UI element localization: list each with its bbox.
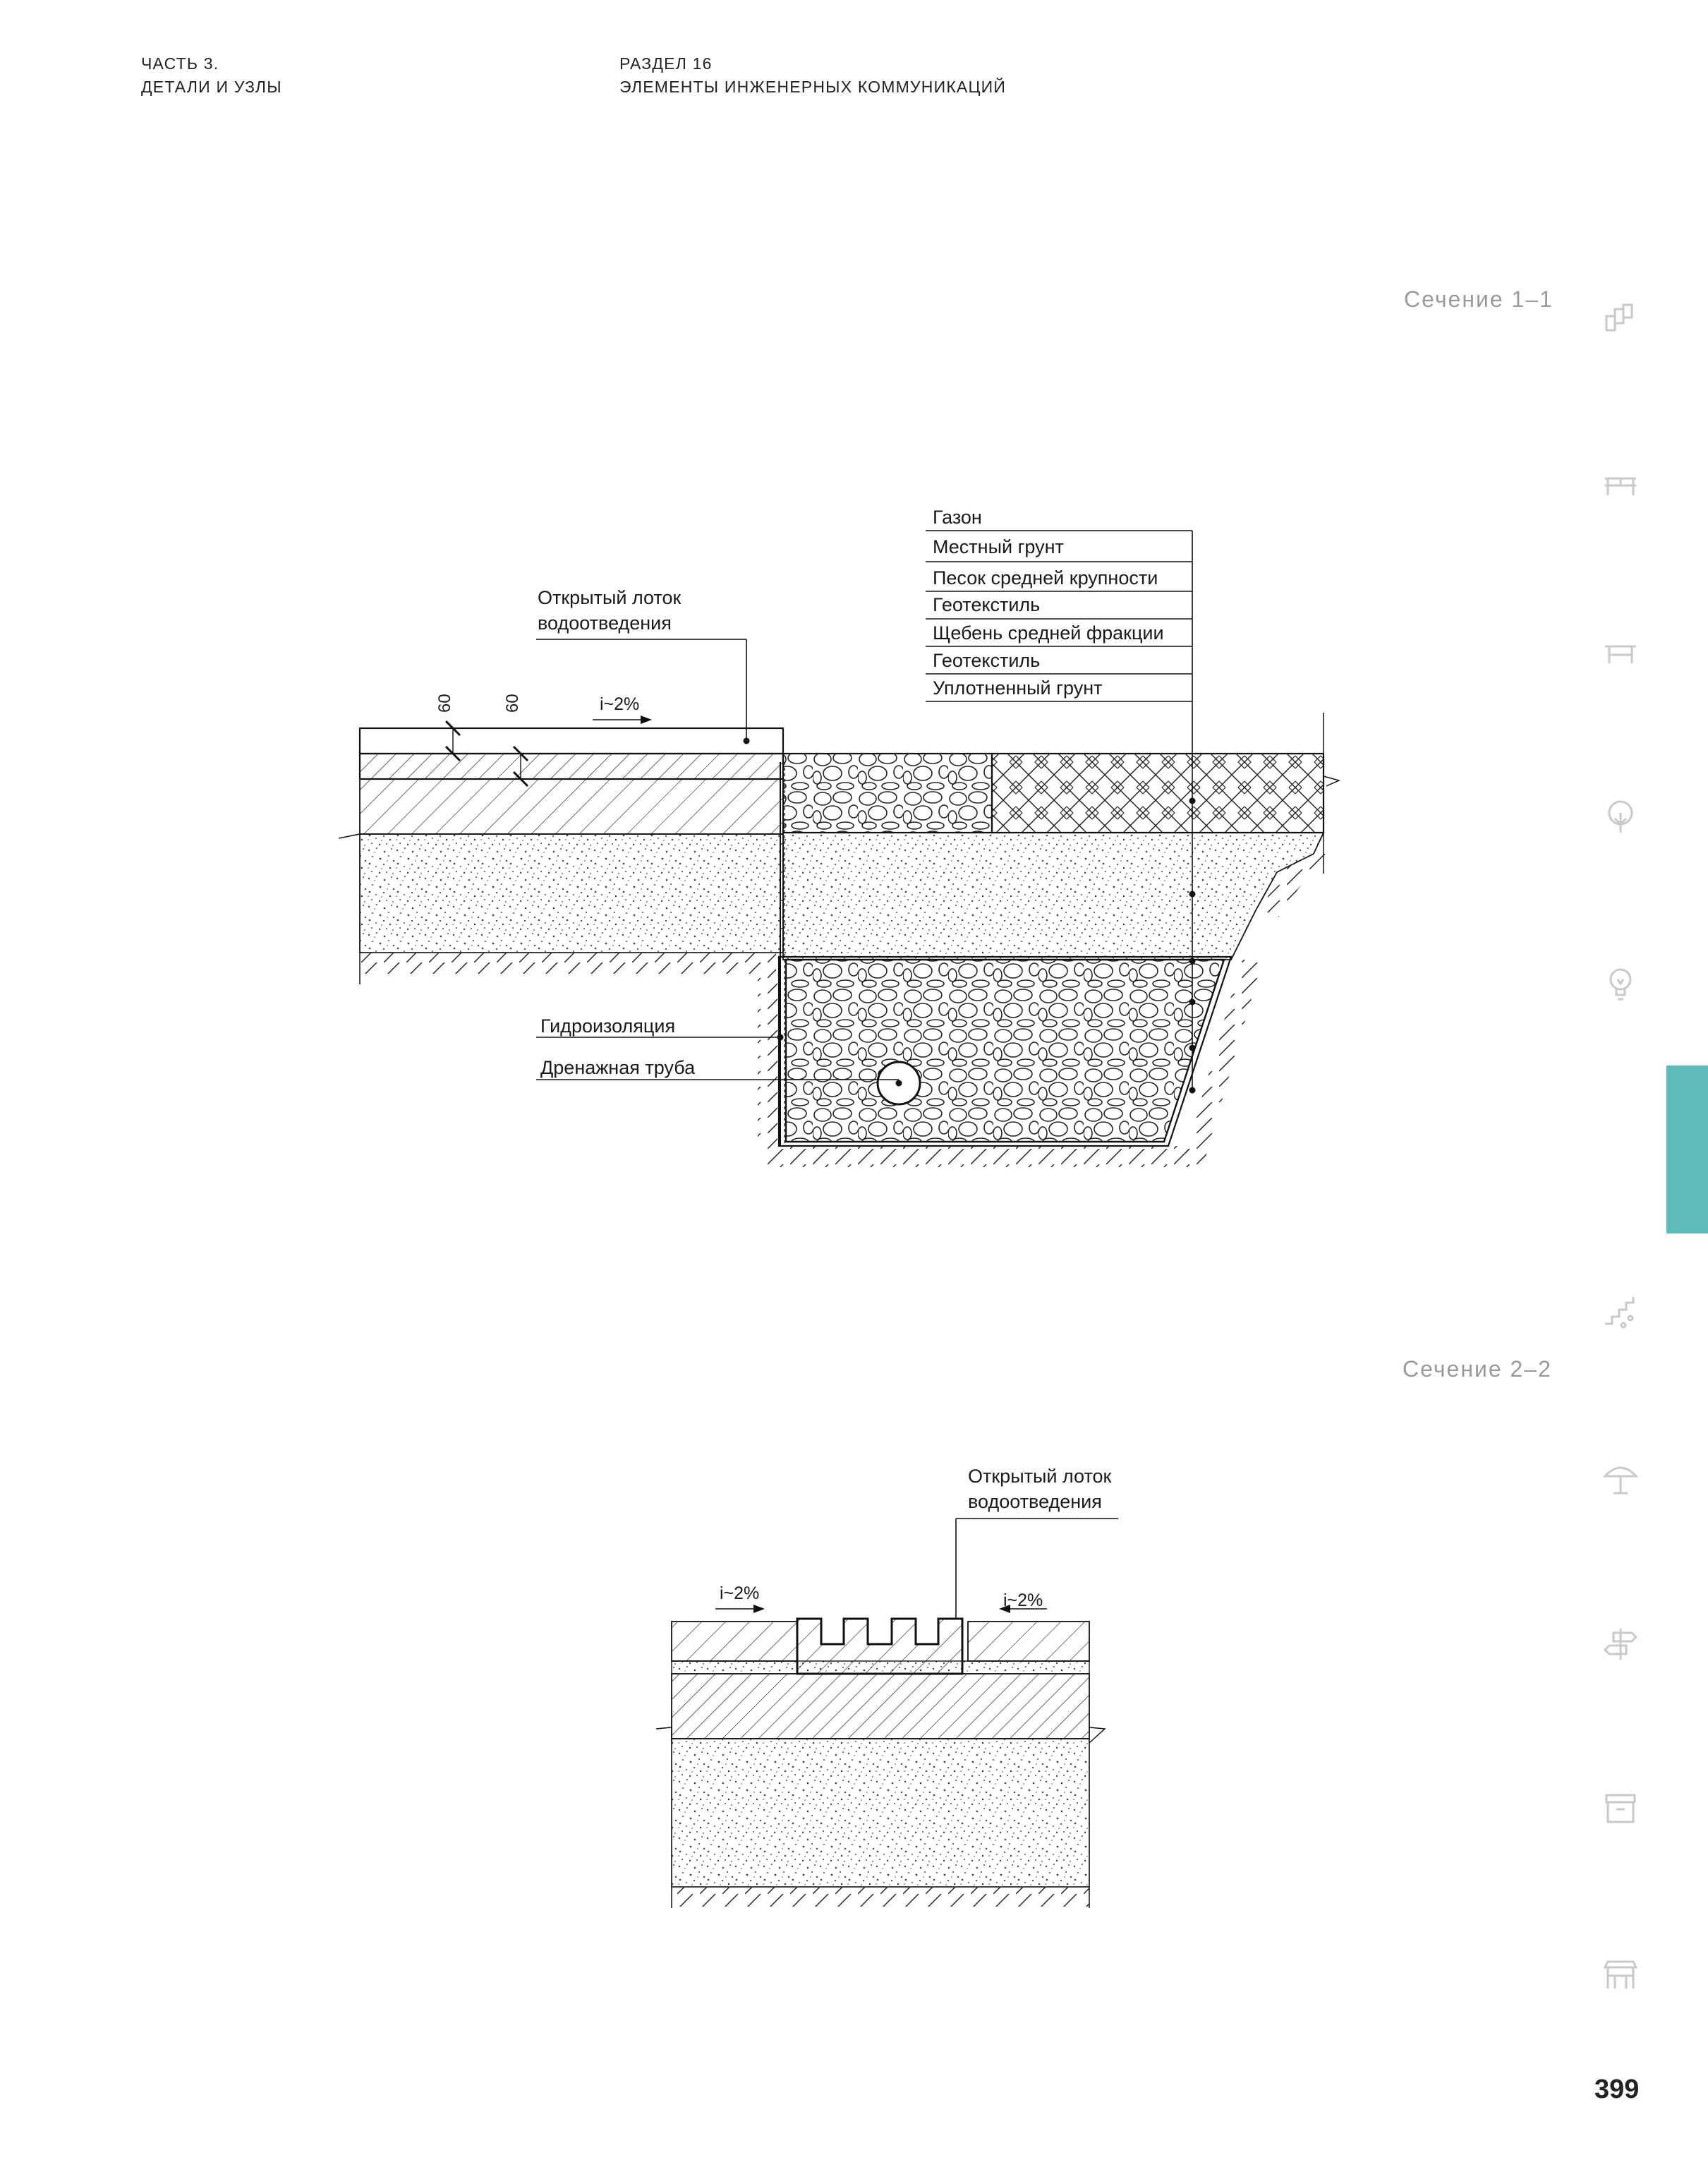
tree-icon[interactable] [1601,797,1640,837]
slope-label: i~2% [600,694,639,714]
umbrella-icon[interactable] [1601,1458,1640,1497]
header-part-title: ДЕТАЛИ И УЗЛЫ [141,78,282,96]
dimension-label: 60 [503,694,522,713]
layer-label: Песок средней крупности [933,567,1158,588]
section2-drawing [655,1518,1118,1908]
header-part: ЧАСТЬ 3. ДЕТАЛИ И УЗЛЫ [141,52,282,99]
slope-left-label: i~2% [720,1583,759,1603]
layer-label: Геотекстиль [933,594,1040,615]
drain-pipe-label: Дренажная труба [540,1057,696,1078]
section1-drawing [338,530,1341,1167]
lamp-bulb-icon[interactable] [1601,964,1640,1003]
header-section-number: РАЗДЕЛ 16 [619,54,713,73]
bin-icon[interactable] [1601,1788,1640,1828]
channel2-label-line1: Открытый лоток [968,1466,1112,1487]
paving-blocks-icon[interactable] [1601,299,1640,339]
header-part-number: ЧАСТЬ 3. [141,54,219,73]
header-section-title: ЭЛЕМЕНТЫ ИНЖЕНЕРНЫХ КОММУНИКАЦИЙ [619,78,1007,96]
signpost-icon[interactable] [1601,1624,1640,1664]
drainage-pipe-icon[interactable] [1601,1129,1640,1169]
table-icon[interactable] [1601,634,1640,673]
active-section-tab[interactable] [1666,1066,1708,1233]
section2-title: Сечение 2–2 [1403,1356,1552,1382]
header-section: РАЗДЕЛ 16 ЭЛЕМЕНТЫ ИНЖЕНЕРНЫХ КОММУНИКАЦ… [619,52,1006,99]
dimension-label: 60 [435,694,454,713]
section1-title: Сечение 1–1 [1404,286,1553,312]
layer-label: Газон [933,507,982,528]
kiosk-icon[interactable] [1601,1955,1640,1994]
channel-label-line2: водоотведения [538,612,672,634]
waterproofing-label: Гидроизоляция [540,1015,675,1037]
bench-icon[interactable] [1601,467,1640,507]
page-number: 399 [1594,2075,1640,2104]
stairs-icon[interactable] [1601,1291,1640,1331]
layer-label: Местный грунт [933,536,1064,557]
channel2-label-line2: водоотведения [968,1491,1102,1512]
layer-label: Уплотненный грунт [933,677,1102,699]
channel-label-line1: Открытый лоток [538,587,682,608]
slope-right-label: i~2% [1003,1590,1043,1610]
layer-label: Геотекстиль [933,650,1040,671]
layer-label: Щебень средней фракции [933,622,1164,644]
